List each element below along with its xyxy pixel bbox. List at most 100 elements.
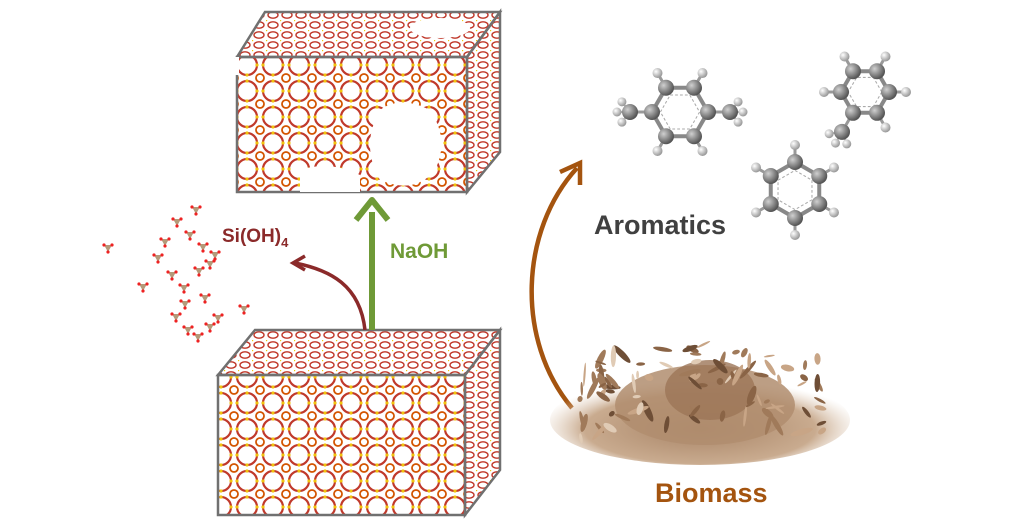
wood-chip	[696, 341, 711, 348]
wood-chip	[713, 359, 728, 374]
wood-chip	[631, 373, 636, 393]
silicic-acid-molecule	[178, 283, 190, 294]
benzene-ring-molecule	[751, 140, 839, 240]
wood-chip	[730, 371, 735, 380]
silicic-acid-molecule	[197, 242, 209, 253]
wood-chip	[595, 360, 607, 365]
wood-chip	[763, 399, 770, 404]
wood-chip	[614, 413, 631, 422]
wood-chip	[719, 410, 726, 422]
silicic-acid-molecule	[190, 205, 202, 216]
silicic-acid-molecule	[137, 282, 149, 293]
wood-chip	[597, 373, 607, 391]
silica-removal-arrow	[289, 254, 367, 331]
wood-chip	[596, 391, 610, 402]
silicic-acid-molecule	[184, 230, 196, 241]
wood-chip	[780, 364, 795, 372]
wood-chip	[797, 381, 807, 387]
silicic-acid-molecule	[238, 304, 250, 315]
wood-chip	[814, 396, 826, 404]
benzene-ring-molecule	[819, 51, 911, 149]
wood-chip	[765, 405, 785, 409]
wood-chip	[790, 427, 813, 437]
wood-chip	[716, 378, 724, 385]
silicic-acid-molecule	[170, 312, 182, 323]
silicic-acid-text: Si(OH)	[222, 226, 282, 247]
wood-chip	[580, 413, 588, 432]
wood-chip	[608, 411, 615, 417]
wood-chip	[577, 395, 583, 402]
silicic-acid-molecule	[199, 293, 211, 304]
silicic-acid-molecule	[166, 270, 178, 281]
wood-chip	[679, 369, 701, 377]
wood-chip	[814, 374, 821, 392]
wood-chip	[732, 349, 740, 355]
wood-chip	[691, 358, 702, 365]
wood-chip	[693, 373, 701, 380]
wood-chip	[583, 362, 586, 387]
silicic-acid-molecule	[192, 332, 204, 343]
naoh-label: NaOH	[390, 240, 449, 263]
silicic-acid-subscript: 4	[281, 234, 289, 250]
silicic-acid-molecule	[159, 237, 171, 248]
wood-chip	[816, 420, 827, 426]
wood-chip	[636, 402, 644, 415]
wood-chip	[764, 414, 772, 435]
wood-chip	[591, 371, 597, 387]
silicic-acid-molecule	[152, 253, 164, 264]
wood-chip	[663, 416, 670, 433]
parent-zeolite-crystal	[215, 326, 503, 519]
wood-chip	[688, 376, 702, 390]
silicic-acid-molecule	[209, 250, 221, 261]
wood-chip	[814, 405, 827, 411]
silicic-acid-label: Si(OH)4	[222, 226, 288, 250]
wood-chip	[682, 344, 698, 353]
wood-chip	[580, 381, 583, 396]
wood-chip	[598, 382, 607, 388]
silicic-acid-molecule	[204, 322, 216, 333]
wood-chip	[756, 394, 762, 406]
wood-chip	[800, 374, 808, 382]
conversion-arrow	[529, 159, 583, 410]
silicic-acid-molecule	[179, 299, 191, 310]
aromatics-label: Aromatics	[594, 210, 727, 240]
silicic-acid-molecules	[102, 205, 250, 343]
wood-chip	[770, 414, 784, 436]
aromatic-molecules	[612, 51, 911, 240]
wood-chip	[653, 346, 673, 352]
wood-chip	[632, 394, 641, 399]
silicic-acid-molecule	[193, 266, 205, 277]
wood-chip	[689, 414, 701, 424]
wood-chip	[753, 372, 769, 378]
wood-chip	[740, 348, 748, 358]
wood-chip	[613, 345, 631, 363]
silicic-acid-molecule	[102, 243, 114, 254]
wood-chip	[641, 400, 654, 422]
wood-chip	[745, 401, 755, 408]
silicic-acid-molecule	[204, 259, 216, 270]
wood-chip	[603, 422, 617, 433]
wood-chip	[604, 376, 613, 389]
wood-chip	[763, 354, 775, 358]
wood-chip	[814, 353, 821, 365]
wood-chip	[644, 374, 654, 382]
wood-chip	[746, 385, 757, 405]
wood-chip	[739, 360, 757, 379]
naoh-arrow	[353, 197, 391, 330]
wood-chip	[777, 374, 782, 385]
wood-chip	[579, 433, 583, 444]
silicic-acid-molecule	[212, 313, 224, 324]
benzene-ring-molecule	[612, 68, 748, 156]
wood-chip	[764, 359, 776, 376]
wood-chip	[818, 427, 827, 435]
wood-chip	[592, 423, 608, 440]
wood-chip	[803, 360, 808, 371]
wood-chip	[732, 364, 744, 386]
wood-chip	[605, 389, 615, 394]
wood-chip	[610, 345, 617, 368]
mesoporous-zeolite-crystal	[234, 8, 503, 196]
wood-chip	[659, 361, 674, 369]
wood-chip	[636, 362, 646, 366]
wood-chip	[595, 349, 606, 369]
